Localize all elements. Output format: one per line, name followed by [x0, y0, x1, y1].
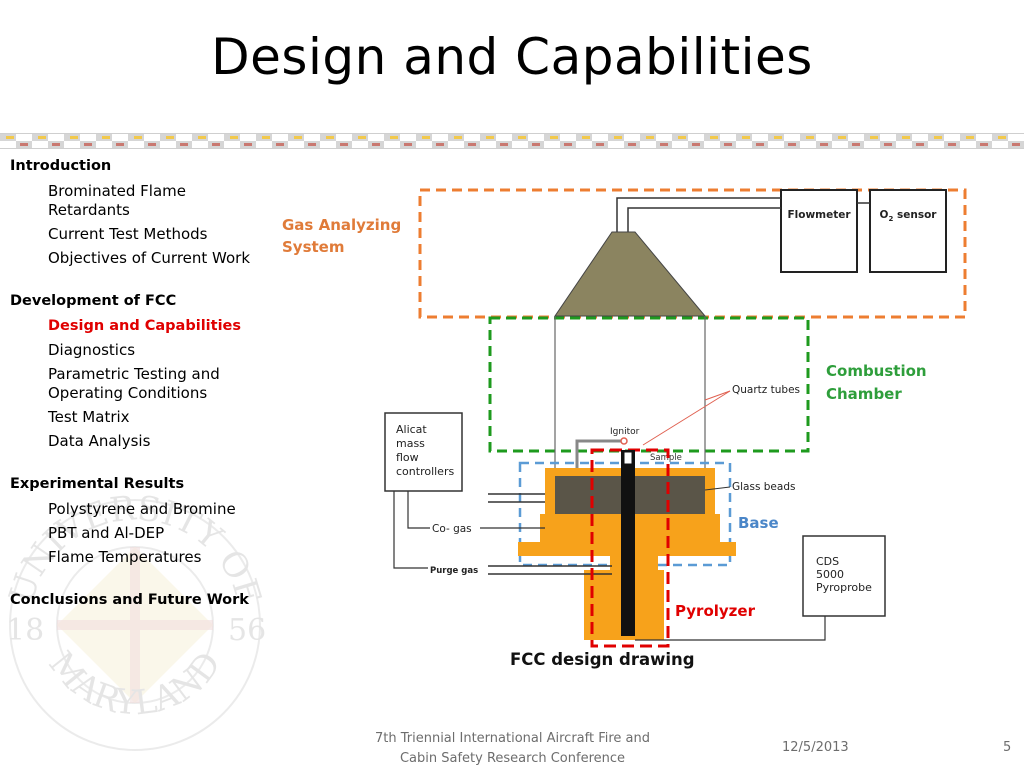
outline-item-polystyrene-bromine[interactable]: Polystyrene and Bromine [48, 500, 236, 518]
o2-sensor-box [869, 189, 947, 273]
ignitor-label: Ignitor [610, 427, 640, 437]
maryland-flag-banner [0, 133, 1024, 149]
glass-beads-label: Glass beads [732, 481, 795, 493]
quartz-tubes-pointer-1 [704, 390, 731, 401]
fcc-design-drawing: Gas Analyzing System Flowmeter O2 sensor… [282, 188, 967, 669]
outline-section-experimental-results[interactable]: Experimental Results [10, 476, 185, 492]
co-gas-label: Co- gas [432, 523, 472, 535]
sample-line-inner [627, 207, 781, 232]
flowmeter-label: Flowmeter [787, 209, 851, 221]
outline-item-design-and-capabilities[interactable]: Design and Capabilities [48, 318, 242, 334]
footer-conference-line1: 7th Triennial International Aircraft Fir… [374, 731, 651, 746]
alicat-to-co-gas [407, 491, 430, 529]
gas-analyzing-label-line2: System [282, 238, 344, 256]
alicat-box [384, 412, 463, 492]
outline-item-diagnostics[interactable]: Diagnostics [48, 341, 136, 359]
ignitor-tip [620, 437, 628, 445]
alicat-to-purge-gas [393, 491, 428, 569]
ignitor-wire [575, 439, 622, 472]
slide-number: 5 [1003, 740, 1012, 755]
outline-item-brominated-flame-retardants[interactable]: Brominated Flame Retardants [48, 182, 187, 219]
outline-section-development[interactable]: Development of FCC [10, 293, 177, 309]
outline-item-parametric-testing[interactable]: Parametric Testing and Operating Conditi… [48, 365, 220, 402]
alicat-label: Alicat mass flow controllers [396, 423, 454, 478]
cds-pyroprobe-box [802, 535, 886, 617]
outline-item-pbt-al-dep[interactable]: PBT and Al-DEP [48, 524, 165, 542]
outline-section-introduction[interactable]: Introduction [10, 158, 112, 174]
outline-item-flame-temperatures[interactable]: Flame Temperatures [48, 548, 202, 566]
combustion-label-line1: Combustion [826, 362, 927, 380]
university-seal-watermark: UNIVERSITY OF MARYLAND 18 56 [1, 490, 269, 751]
slide-title: Design and Capabilities [211, 28, 813, 86]
quartz-tubes-pointer-2 [642, 390, 731, 446]
glass-bead-holder-right-wall [705, 468, 715, 518]
diagram-caption: FCC design drawing [510, 650, 695, 669]
sample-line-outer [616, 197, 781, 232]
outline-item-test-matrix[interactable]: Test Matrix [48, 408, 130, 426]
outline-item-current-test-methods[interactable]: Current Test Methods [48, 225, 208, 243]
footer-conference-line2: Cabin Safety Research Conference [399, 751, 626, 766]
outline-item-data-analysis[interactable]: Data Analysis [48, 432, 151, 450]
outline-nav: Introduction Brominated Flame Retardants… [10, 157, 265, 610]
combustion-label-line2: Chamber [826, 385, 902, 403]
footer-conference: 7th Triennial International Aircraft Fir… [350, 729, 675, 769]
quartz-tubes-label: Quartz tubes [732, 384, 800, 396]
pyroprobe-tip [623, 451, 633, 465]
outline-section-conclusions[interactable]: Conclusions and Future Work [10, 592, 249, 608]
pyrolyzer-label: Pyrolyzer [675, 602, 756, 620]
outline-item-objectives[interactable]: Objectives of Current Work [48, 249, 251, 267]
svg-text:56: 56 [228, 613, 266, 648]
gas-analyzing-system-region [418, 188, 967, 319]
purge-gas-label: Purge gas [430, 566, 478, 576]
o2-sensor-label: O2 sensor [880, 209, 938, 223]
pyroprobe-rod [621, 450, 635, 636]
exhaust-hood [554, 231, 707, 317]
glass-beads-pointer [704, 486, 731, 491]
base-label: Base [738, 514, 779, 532]
cds-to-pyroprobe-line [635, 616, 826, 641]
sample-label: Sample [650, 453, 682, 463]
cds-label: CDS 5000 Pyroprobe [816, 555, 872, 594]
flowmeter-box [780, 189, 858, 273]
svg-text:18: 18 [6, 613, 44, 648]
footer-date: 12/5/2013 [782, 740, 849, 755]
glass-bead-holder-left-wall [545, 468, 555, 518]
gas-analyzing-label-line1: Gas Analyzing [282, 216, 401, 234]
